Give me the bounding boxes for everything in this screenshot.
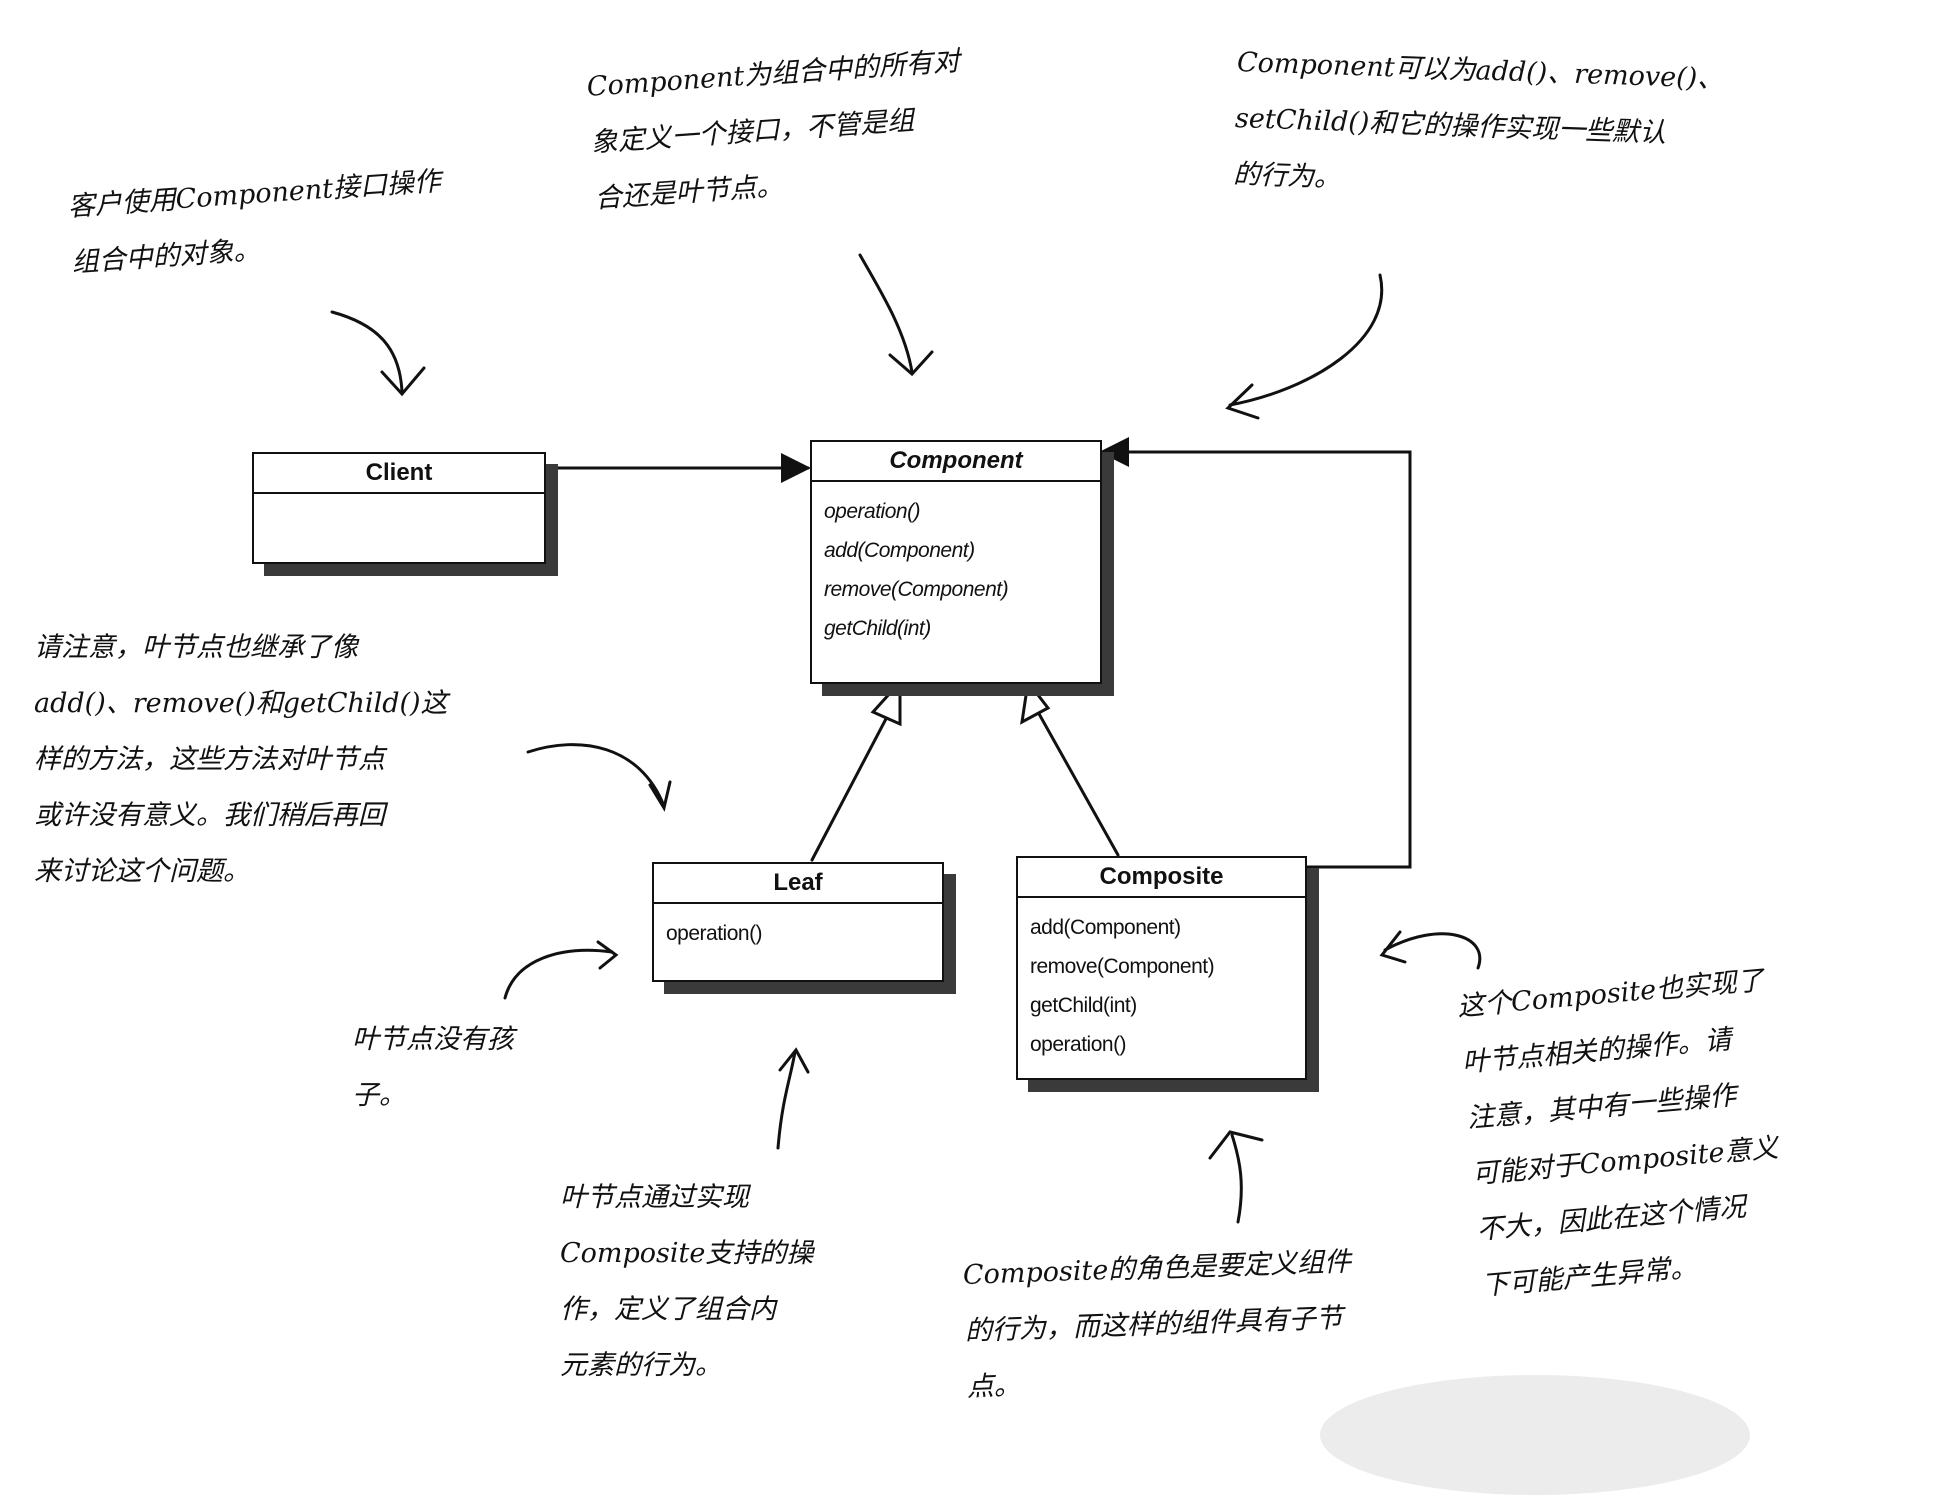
composite-ops-arrow [1383, 932, 1482, 970]
leaf-operation: operation() [666, 922, 763, 945]
composite-role-note: Composite的角色是要定义组件 的行为，而这样的组件具有子节 点。 [962, 1246, 1352, 1403]
leaf-inheritance-line [810, 713, 890, 862]
leaf-inherit-note: 请注意，叶节点也继承了像 add()、remove()和getChild()这 … [34, 632, 448, 887]
aggregation-loop [1099, 437, 1412, 869]
composite-operation: operation() [1030, 1033, 1127, 1056]
component-note-arrow [858, 253, 914, 374]
composite-inheritance-triangle [1020, 678, 1051, 725]
leaf-behavior-arrow [776, 1050, 797, 1150]
component-remove: remove(Component) [824, 578, 1009, 601]
background-smudge [1320, 1375, 1750, 1495]
leaf-inheritance-triangle [870, 678, 902, 727]
composite-class-name: Composite [1018, 858, 1305, 898]
component-add: add(Component) [824, 539, 975, 562]
composite-class: Composite add(Component) remove(Componen… [1016, 856, 1307, 1080]
diagram-connectors [330, 253, 1482, 1224]
component-class: Component operation() add(Component) rem… [810, 440, 1102, 684]
composite-getchild: getChild(int) [1030, 994, 1137, 1017]
leaf-class-name: Leaf [654, 864, 942, 904]
default-note-arrow [1228, 273, 1384, 407]
composite-remove: remove(Component) [1030, 955, 1215, 978]
default-behavior-note: Component可以为add()、remove()、 setChild()和它… [1232, 46, 1725, 194]
leaf-nochild-arrow [503, 948, 614, 1000]
leaf-class: Leaf operation() [652, 862, 944, 982]
component-class-name: Component [812, 442, 1100, 482]
composite-inheritance-line [1036, 710, 1120, 857]
client-class: Client [252, 452, 546, 564]
composite-ops-note: 这个Composite也实现了 叶节点相关的操作。请 注意，其中有一些操作 可能… [1456, 965, 1780, 1302]
composite-add: add(Component) [1030, 916, 1181, 939]
component-note: Component为组合中的所有对 象定义一个接口，不管是组 合还是叶节点。 [585, 45, 961, 215]
composite-role-arrow [1230, 1133, 1243, 1224]
leaf-behavior-note: 叶节点通过实现 Composite支持的操 作，定义了组合内 元素的行为。 [560, 1182, 814, 1381]
client-class-name: Client [254, 454, 544, 494]
leaf-nochild-note: 叶节点没有孩 子。 [352, 1024, 514, 1111]
leaf-inherit-arrow [526, 743, 666, 808]
component-operation: operation() [824, 500, 921, 523]
client-note-arrow [330, 310, 404, 394]
component-getchild: getChild(int) [824, 617, 931, 640]
